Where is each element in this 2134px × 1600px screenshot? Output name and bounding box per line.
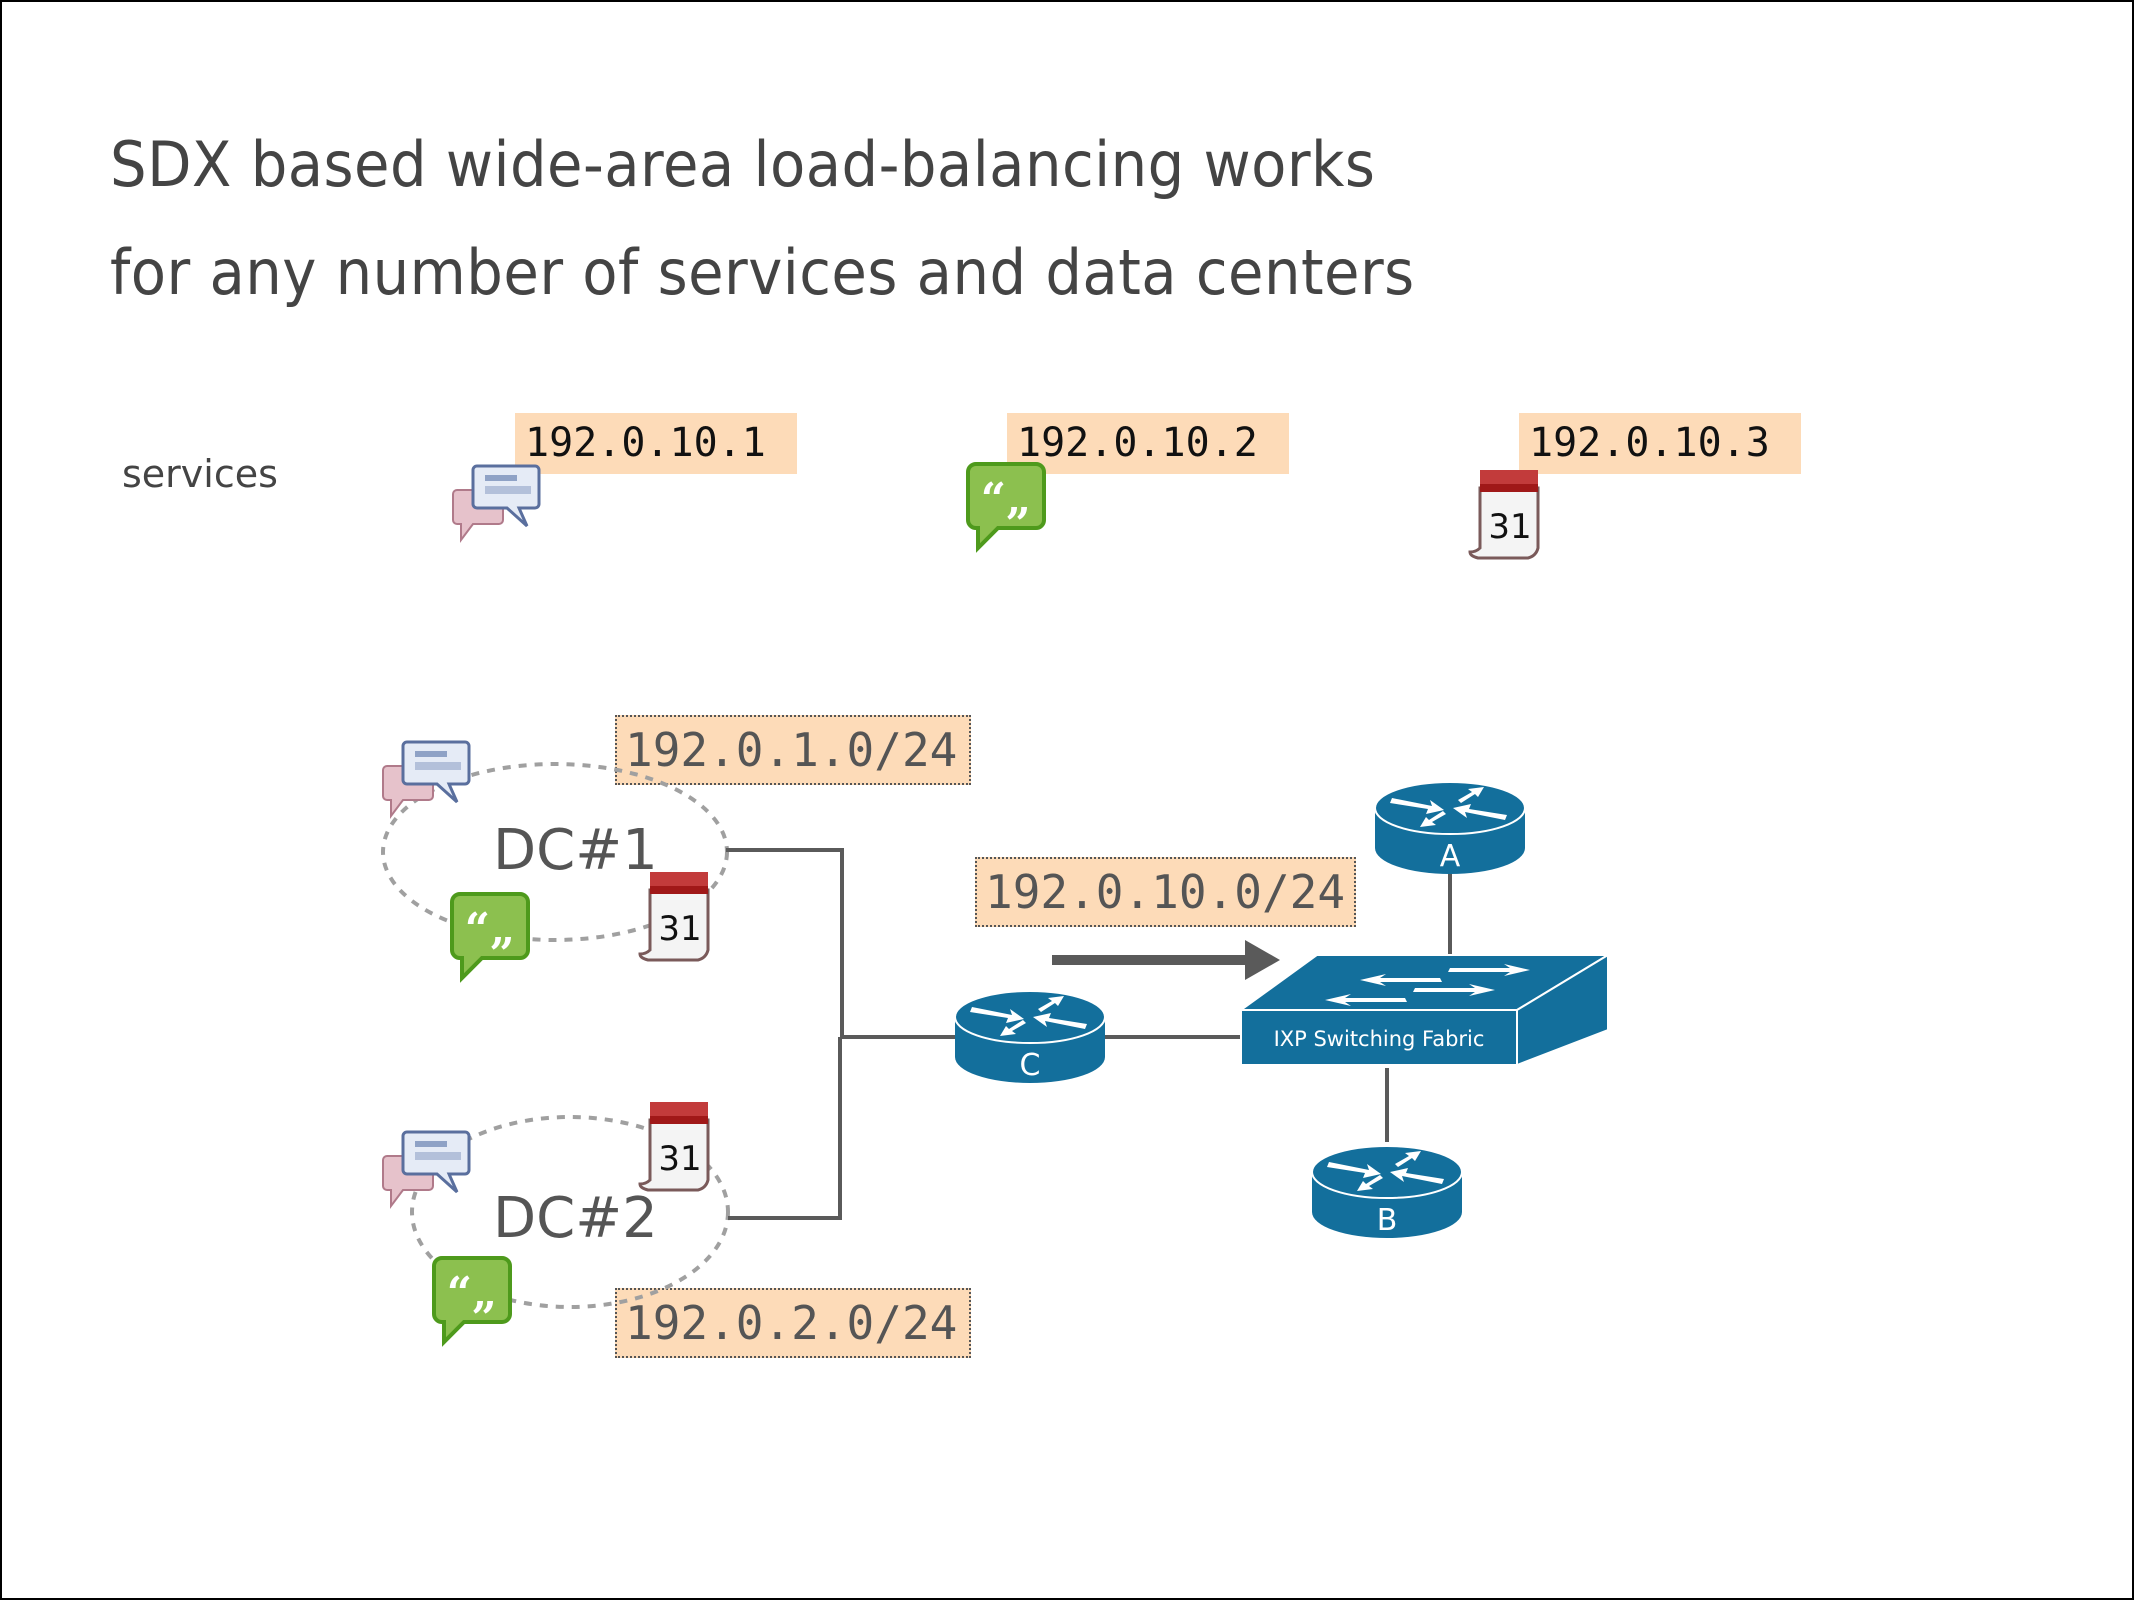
dc1-calendar-day: 31: [658, 909, 701, 949]
dc1-label: DC#1: [493, 818, 658, 883]
service-ip-1: 192.0.10.1: [515, 413, 797, 474]
announced-prefix-label: 192.0.10.0/24: [975, 857, 1356, 927]
link-dc2: [728, 1037, 842, 1220]
slide-title-line2: for any number of services and data cent…: [110, 236, 1415, 309]
calendar-day: 31: [1488, 507, 1531, 547]
ixp-switch: IXP Switching Fabric: [1237, 953, 1612, 1067]
router-a-label: A: [1440, 839, 1461, 874]
links: [726, 848, 1452, 1220]
calendar-icon: 31: [1468, 468, 1540, 560]
dc1-chat-bubbles-icon: [381, 740, 471, 818]
dc2-chat-bubbles-icon: [381, 1130, 471, 1208]
router-b[interactable]: B: [1311, 1145, 1463, 1239]
dc1-prefix-label: 192.0.1.0/24: [615, 715, 971, 785]
dc2-label: DC#2: [493, 1186, 658, 1251]
router-a[interactable]: A: [1374, 781, 1526, 875]
slide-title-line1: SDX based wide-area load-balancing works: [110, 128, 1376, 201]
chat-bubbles-icon: [451, 464, 541, 542]
dc1-calendar-icon: 31: [638, 870, 710, 962]
router-c[interactable]: C: [954, 990, 1106, 1084]
dc2-prefix-label: 192.0.2.0/24: [615, 1288, 971, 1358]
service-ip-3: 192.0.10.3: [1519, 413, 1801, 474]
dc2-boundary: [410, 1115, 730, 1309]
dc2-quote-bubble-icon: [432, 1256, 512, 1344]
service-ip-2: 192.0.10.2: [1007, 413, 1289, 474]
dc1-quote-bubble-icon: [450, 892, 530, 980]
switch-label: IXP Switching Fabric: [1274, 1027, 1485, 1051]
quote-bubble-icon: [966, 462, 1046, 550]
link-dc1: [726, 848, 844, 1037]
services-label: services: [122, 452, 278, 496]
router-c-label: C: [1020, 1048, 1041, 1083]
dc2-calendar-day: 31: [658, 1139, 701, 1179]
announcement-arrow: [1052, 940, 1280, 980]
router-b-label: B: [1377, 1203, 1398, 1238]
dc2-calendar-icon: 31: [638, 1100, 710, 1192]
